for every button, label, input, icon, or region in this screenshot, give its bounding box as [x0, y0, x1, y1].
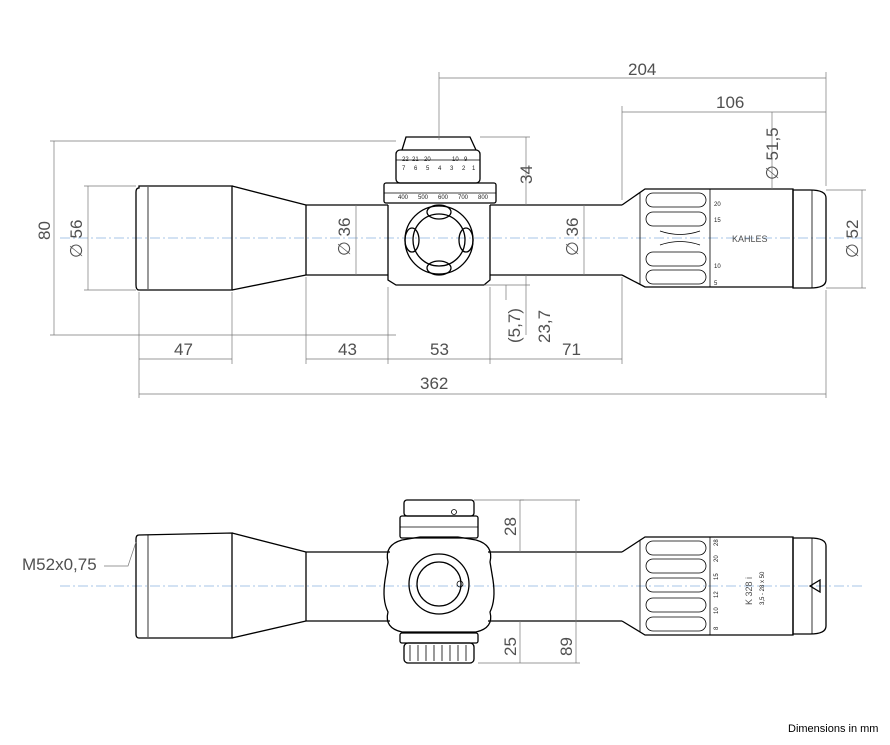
main-tube-front — [305, 204, 388, 276]
model-label: K 328 i — [744, 577, 754, 605]
mag-5: 5 — [714, 281, 718, 287]
turret-num-21: 21 — [412, 157, 419, 163]
ring-700: 700 — [458, 195, 469, 201]
dim-204: 204 — [628, 60, 656, 79]
spec-label: 3,5 - 28 x 50 — [760, 571, 766, 605]
turret-num-9: 9 — [464, 157, 468, 163]
units-note: Dimensions in mm — [788, 723, 878, 735]
dim-5-7: (5,7) — [505, 308, 524, 343]
turret-num-2: 2 — [462, 166, 466, 172]
dim-dia-51-5: ∅ 51,5 — [763, 127, 782, 180]
turret-num-4: 4 — [438, 166, 442, 172]
ring-800: 800 — [478, 195, 489, 201]
dim-43: 43 — [338, 340, 357, 359]
mag-20: 20 — [714, 202, 721, 208]
dim-25: 25 — [501, 637, 520, 656]
dim-dia-36-rear: ∅ 36 — [563, 218, 582, 256]
turret-scale-top: 22 21 20 10 9 7 6 5 4 3 2 1 400 500 600 … — [398, 157, 489, 201]
dimension-lines-bottom — [104, 499, 580, 664]
mag-b-8: 8 — [714, 626, 720, 630]
scope-top-view — [60, 499, 865, 664]
mag-b-12: 12 — [714, 591, 720, 598]
magnification-ring-grips — [645, 192, 707, 285]
dim-71: 71 — [562, 340, 581, 359]
mag-15: 15 — [714, 218, 721, 224]
turret-num-20: 20 — [424, 157, 431, 163]
dim-dia-56: ∅ 56 — [67, 220, 86, 258]
turret-saddle — [387, 205, 491, 286]
mag-b-20: 20 — [714, 555, 720, 562]
dim-53: 53 — [430, 340, 449, 359]
elevation-turret-top — [399, 499, 479, 539]
dim-dia-36-front: ∅ 36 — [335, 218, 354, 256]
turret-num-1: 1 — [472, 166, 476, 172]
ocular-arrow-icon — [808, 578, 821, 594]
ring-400: 400 — [398, 195, 409, 201]
windage-knob — [383, 536, 495, 633]
bottom-turret — [399, 632, 479, 664]
turret-num-3: 3 — [450, 166, 454, 172]
mag-b-10: 10 — [714, 607, 720, 614]
dim-23-7: 23,7 — [535, 310, 554, 343]
magnification-ring-grips-b — [645, 540, 707, 632]
dimension-lines-top — [50, 72, 866, 398]
ocular-bell — [792, 189, 827, 289]
elevation-turret — [383, 136, 497, 204]
objective-bell-b — [135, 532, 233, 639]
mag-scale-bottom: 8 10 12 15 20 28 — [714, 539, 720, 630]
dim-89: 89 — [557, 637, 576, 656]
ocular-bell-b — [792, 537, 827, 635]
mag-b-28: 28 — [714, 539, 720, 546]
brand-label: KAHLES — [732, 234, 768, 244]
mag-10: 10 — [714, 264, 721, 270]
turret-num-22: 22 — [402, 157, 409, 163]
dim-dia-52: ∅ 52 — [843, 220, 862, 258]
main-tube-rear — [490, 204, 622, 276]
thread-label: M52x0,75 — [22, 555, 97, 574]
dim-28: 28 — [501, 517, 520, 536]
turret-num-7: 7 — [402, 166, 406, 172]
turret-num-6: 6 — [414, 166, 418, 172]
dim-80: 80 — [35, 221, 54, 240]
mag-scale-top: 5 10 15 20 — [714, 202, 721, 287]
turret-num-5: 5 — [426, 166, 430, 172]
objective-bell — [135, 185, 233, 291]
ring-600: 600 — [438, 195, 449, 201]
ring-500: 500 — [418, 195, 429, 201]
dim-362: 362 — [420, 374, 448, 393]
side-wheel — [404, 204, 474, 276]
dim-106: 106 — [716, 93, 744, 112]
mag-b-15: 15 — [714, 573, 720, 580]
scope-side-view — [60, 136, 865, 291]
dim-34: 34 — [517, 165, 536, 184]
dim-47: 47 — [174, 340, 193, 359]
turret-num-10: 10 — [452, 157, 459, 163]
